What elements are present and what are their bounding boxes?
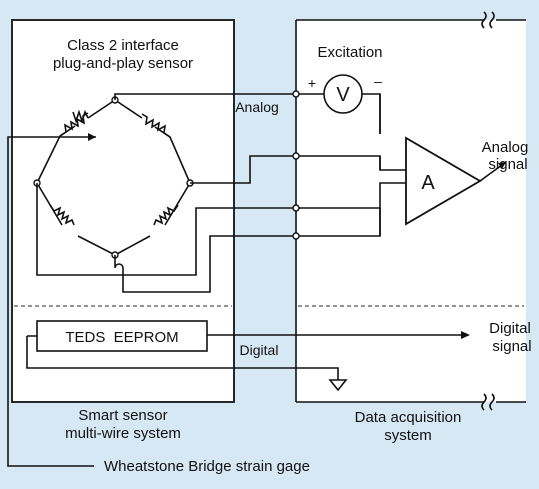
analog-line-label: Analog	[235, 99, 279, 115]
analog-signal-line1: Analog	[482, 139, 529, 156]
digital-line-label: Digital	[240, 342, 279, 358]
smart-sensor-caption-line1: Smart sensor	[78, 407, 167, 424]
wheatstone-bridge	[33, 96, 194, 259]
ground-symbol	[328, 379, 348, 392]
amplifier-label: A	[421, 172, 435, 194]
amplifier	[405, 136, 482, 226]
plus-sign: +	[308, 75, 316, 91]
sensor-title-line2: plug-and-play sensor	[53, 55, 193, 72]
teds-eeprom-box	[36, 320, 208, 352]
break-mark-top	[481, 11, 495, 29]
voltage-source	[323, 74, 363, 114]
voltage-symbol: V	[336, 84, 350, 106]
digital-signal-line1: Digital	[489, 320, 531, 337]
analog-signal-line2: signal	[488, 156, 527, 173]
daq-caption-line1: Data acquisition	[355, 409, 462, 426]
digital-signal-line2: signal	[492, 338, 531, 355]
strain-gage-callout-line	[7, 136, 94, 467]
daq-caption-line2: system	[384, 427, 432, 444]
excitation-label: Excitation	[317, 44, 382, 61]
ground-wire	[26, 335, 339, 380]
sensor-title-line1: Class 2 interface	[67, 37, 179, 54]
strain-gage-label: Wheatstone Bridge strain gage	[104, 458, 310, 475]
smart-sensor-caption-line2: multi-wire system	[65, 425, 181, 442]
bridge-wiring	[36, 90, 408, 293]
teds-eeprom-label: TEDS EEPROM	[65, 329, 178, 346]
minus-sign: –	[374, 73, 382, 89]
break-mark-bottom	[481, 393, 495, 411]
